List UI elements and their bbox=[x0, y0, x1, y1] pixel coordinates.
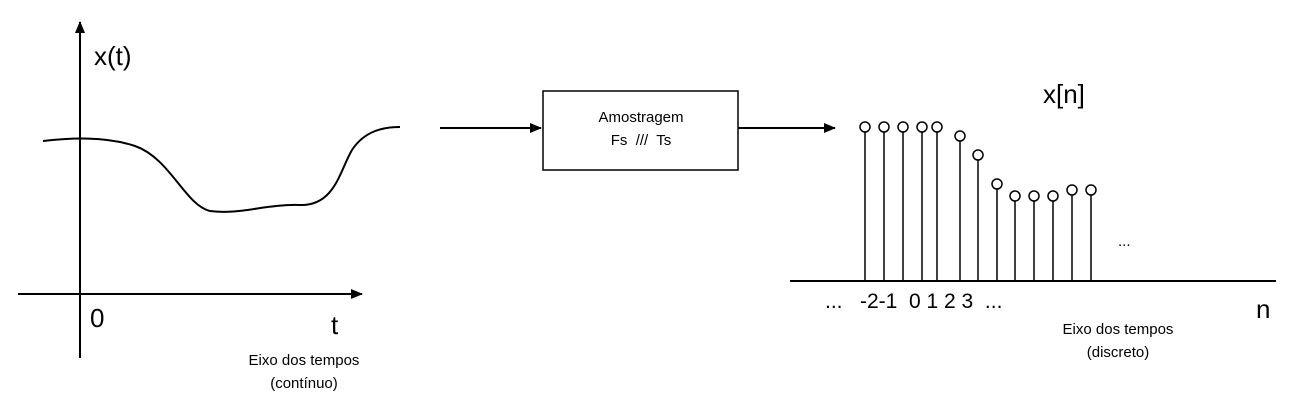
sample-marker bbox=[1047, 190, 1059, 202]
discrete-axis-caption-line2: (discreto) bbox=[1087, 344, 1150, 361]
sample-marker bbox=[1085, 184, 1097, 196]
discrete-trailing-dots: ... bbox=[1118, 233, 1131, 250]
sample-marker bbox=[1009, 190, 1021, 202]
sample-marker bbox=[1066, 184, 1078, 196]
discrete-axis-caption-line1: Eixo dos tempos bbox=[1063, 321, 1174, 338]
sample-marker bbox=[897, 121, 909, 133]
sample-marker bbox=[991, 178, 1003, 190]
sampler-box bbox=[542, 90, 739, 171]
continuous-y-label: x(t) bbox=[94, 41, 132, 71]
continuous-plot: x(t) 0 t Eixo dos tempos (contínuo) bbox=[18, 21, 401, 392]
continuous-origin-label: 0 bbox=[90, 303, 104, 333]
sampler-label-line2: Fs /// Ts bbox=[611, 132, 672, 149]
sample-marker bbox=[1028, 190, 1040, 202]
sample-marker bbox=[916, 121, 928, 133]
sampler-block: Amostragem Fs /// Ts bbox=[440, 90, 836, 171]
sample-marker bbox=[931, 121, 943, 133]
continuous-t-label: t bbox=[331, 310, 339, 340]
discrete-samples bbox=[859, 121, 1097, 281]
continuous-axis-caption-line1: Eixo dos tempos bbox=[249, 352, 360, 369]
continuous-axis-caption-line2: (contínuo) bbox=[270, 375, 338, 392]
discrete-tick-labels: ... -2-1 0 1 2 3 ... bbox=[825, 290, 1002, 313]
sample-marker bbox=[859, 121, 871, 133]
discrete-title: x[n] bbox=[1043, 79, 1085, 109]
sample-marker bbox=[878, 121, 890, 133]
sample-marker bbox=[972, 149, 984, 161]
discrete-plot: x[n] ... -2-1 0 1 2 3 ... ... n Eixo dos… bbox=[790, 79, 1276, 361]
sample-marker bbox=[954, 130, 966, 142]
discrete-n-label: n bbox=[1256, 294, 1270, 324]
continuous-signal-curve bbox=[42, 126, 401, 213]
sampler-label-line1: Amostragem bbox=[598, 109, 683, 126]
